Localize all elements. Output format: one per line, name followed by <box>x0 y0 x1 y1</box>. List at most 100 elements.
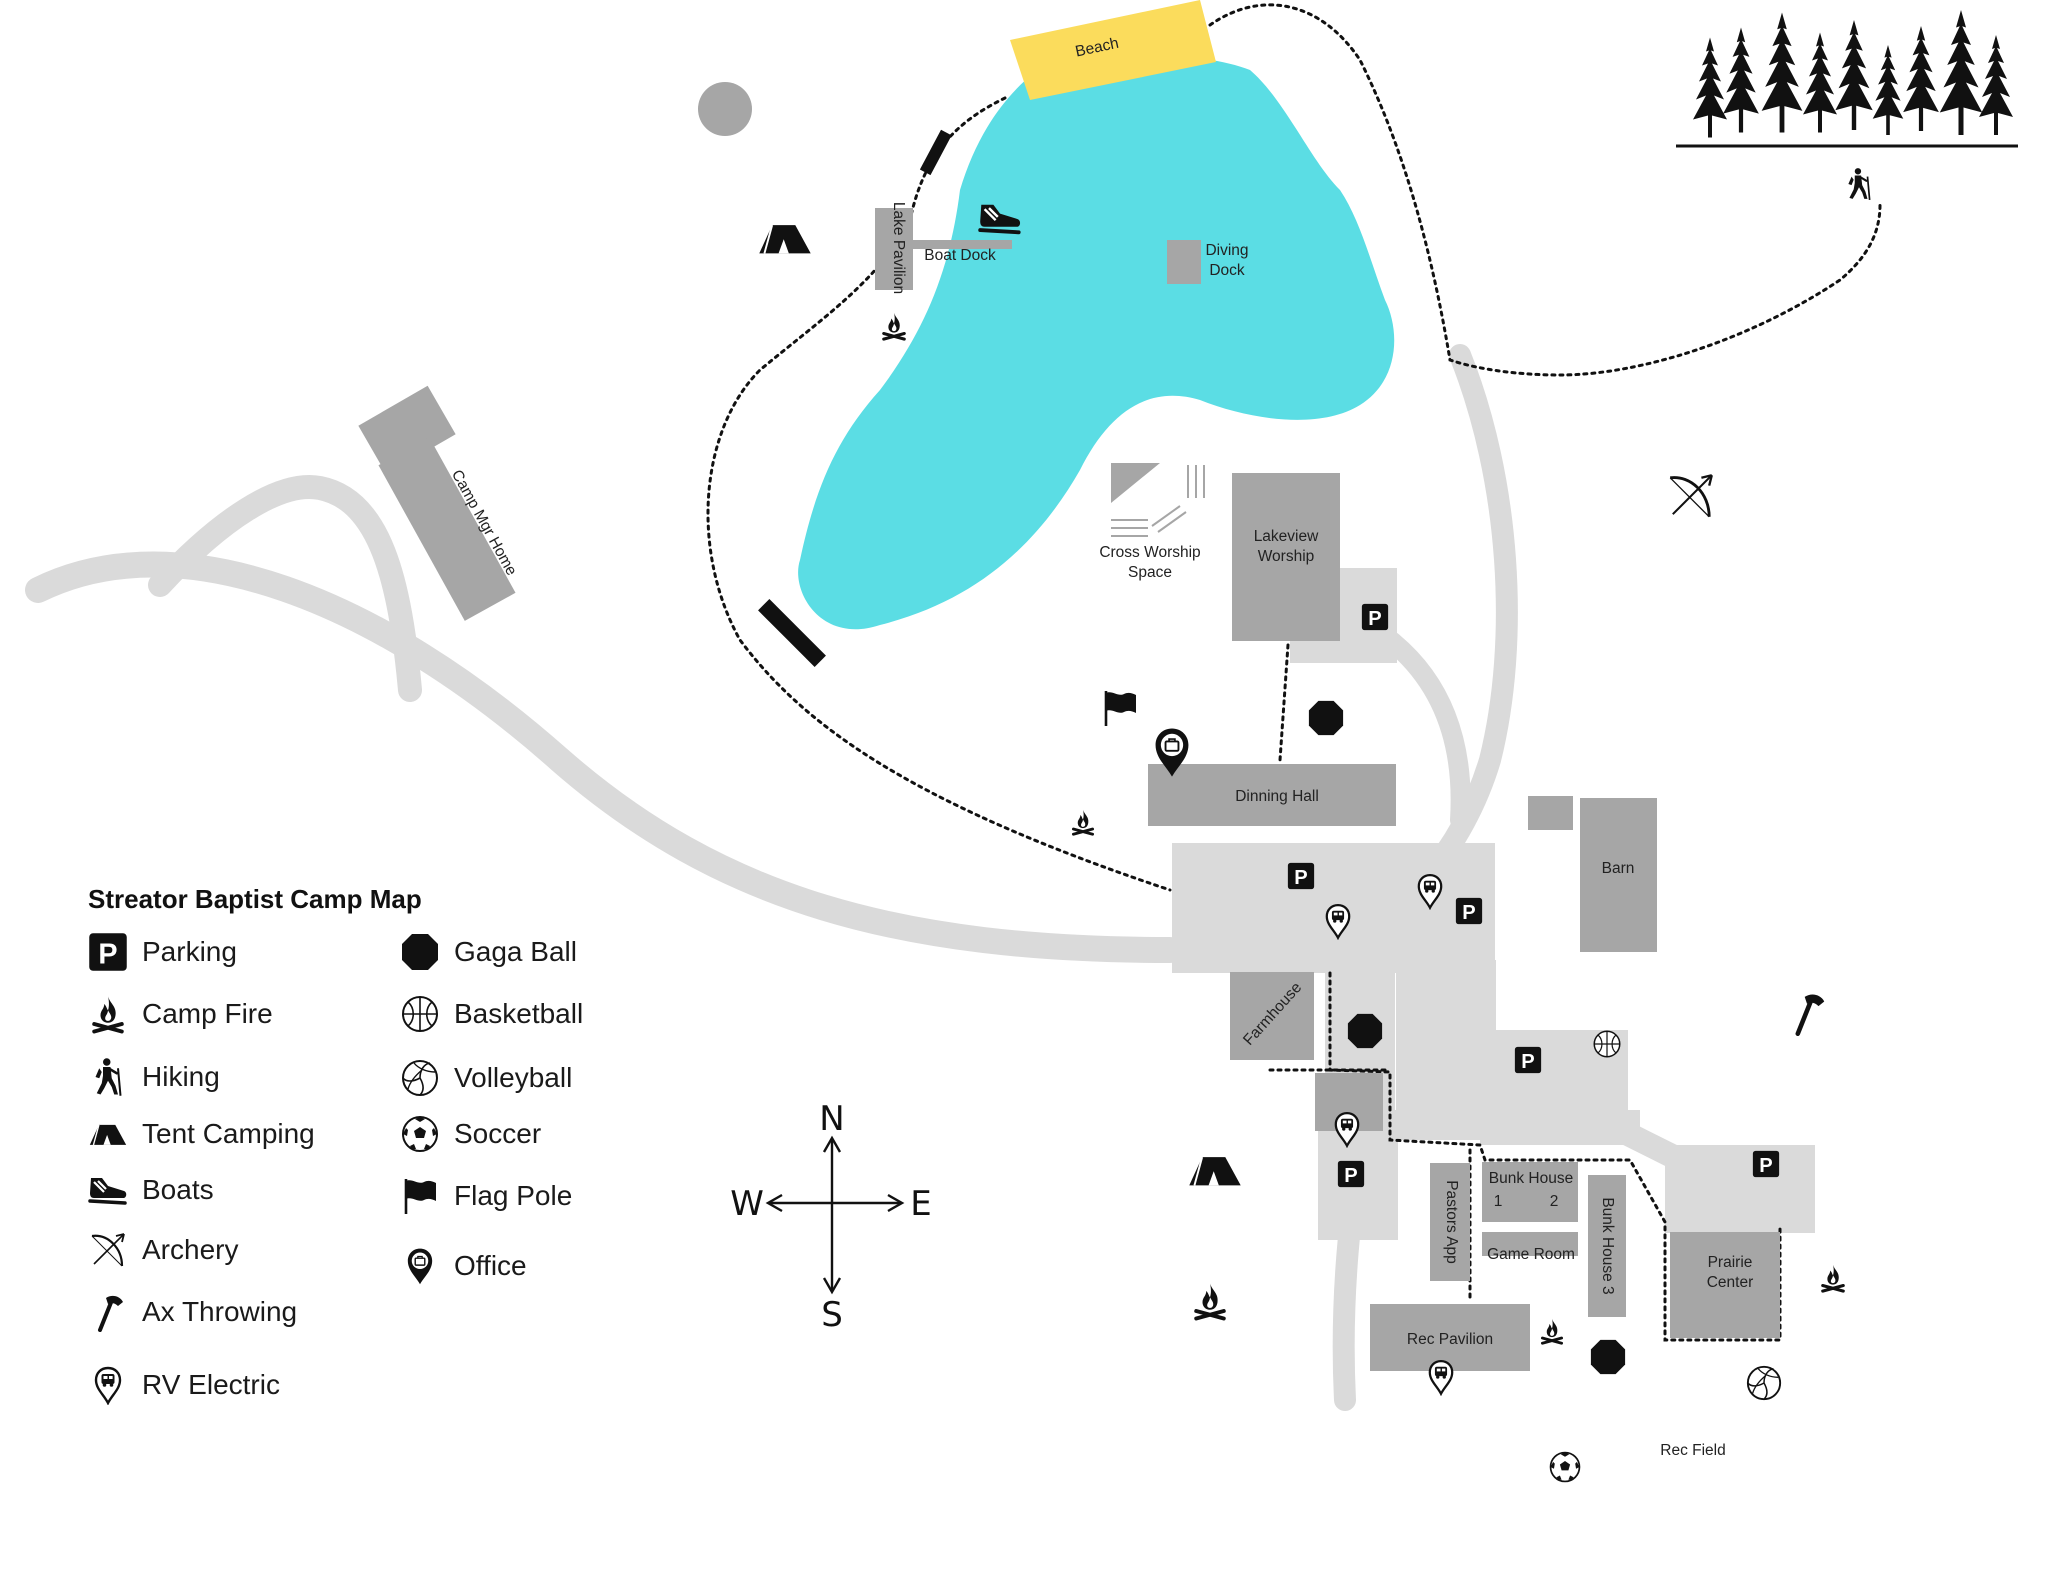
legend-item-soccer: Soccer <box>398 1112 541 1156</box>
basketball-icon <box>1593 1030 1621 1058</box>
octagon-icon <box>1308 700 1344 736</box>
octagon-icon <box>1590 1339 1626 1375</box>
dinning-hall-label: Dinning Hall <box>1235 788 1319 805</box>
axe-icon <box>86 1290 130 1334</box>
lake-pavilion <box>875 208 913 290</box>
legend-item-basketball: Basketball <box>398 992 583 1036</box>
lake <box>798 55 1395 630</box>
rv-pin-icon <box>1428 1359 1454 1395</box>
parking-icon <box>1361 603 1389 631</box>
shed <box>1528 796 1573 830</box>
campfire-icon <box>1821 1263 1845 1293</box>
legend-label: Office <box>454 1250 527 1281</box>
barn-label: Barn <box>1602 860 1635 877</box>
legend-label: Gaga Ball <box>454 936 577 967</box>
beach <box>1010 0 1216 100</box>
legend-item-ax-throwing: Ax Throwing <box>86 1290 297 1334</box>
legend-item-gaga-ball: Gaga Ball <box>398 930 577 974</box>
legend-item-hiking: Hiking <box>86 1055 220 1099</box>
game-room <box>1482 1232 1578 1256</box>
paved-areas <box>1172 568 1815 1240</box>
bridge-north <box>919 129 952 176</box>
hiker-icon <box>86 1055 130 1099</box>
campfire-icon <box>882 311 906 341</box>
legend-item-volleyball: Volleyball <box>398 1056 572 1100</box>
lot-column <box>1396 960 1496 1115</box>
lakeview-worship-label-1: Lakeview <box>1254 528 1319 545</box>
legend-label: Archery <box>142 1234 239 1265</box>
camp-mgr-home <box>378 437 516 621</box>
legend-label: Camp Fire <box>142 998 273 1029</box>
rec-pavilion <box>1370 1304 1530 1371</box>
campfire-icon <box>86 992 130 1036</box>
soccer-icon <box>1549 1451 1581 1483</box>
compass-w: W <box>730 1184 764 1224</box>
octagon-icon <box>398 930 442 974</box>
moon <box>698 82 752 136</box>
trail-east <box>1208 3 1882 377</box>
legend-label: Flag Pole <box>454 1180 573 1211</box>
legend-item-tent-camping: Tent Camping <box>86 1112 315 1156</box>
rec-pavilion-label: Rec Pavilion <box>1407 1331 1493 1348</box>
office-pin-icon <box>398 1244 442 1288</box>
legend-label: Volleyball <box>454 1062 573 1093</box>
trails <box>706 3 1882 1342</box>
legend-label: Soccer <box>454 1118 542 1149</box>
legend-item-boats: Boats <box>86 1168 214 1212</box>
compass-n: N <box>819 1099 844 1139</box>
cross-worship-label-1: Cross Worship <box>1099 544 1200 561</box>
legend-label: Parking <box>142 936 237 967</box>
worship-road <box>1380 630 1471 830</box>
volleyball-icon <box>1746 1365 1782 1401</box>
bunk-house-1-label: 1 <box>1494 1193 1503 1210</box>
legend-label: Tent Camping <box>142 1118 315 1149</box>
map-title: Streator Baptist Camp Map <box>88 884 422 914</box>
legend-label: RV Electric <box>142 1369 280 1400</box>
lot-prairie <box>1665 1145 1815 1233</box>
pastors-app <box>1430 1163 1470 1281</box>
campfire-icon <box>1071 808 1095 836</box>
legend-item-office: Office <box>398 1244 527 1288</box>
legend-item-campfire: Camp Fire <box>86 992 273 1036</box>
lakeview-worship <box>1232 473 1340 641</box>
loop-road <box>148 475 422 702</box>
game-room-label: Game Room <box>1487 1246 1575 1263</box>
volleyball-icon <box>398 1056 442 1100</box>
tent-icon <box>86 1112 130 1156</box>
barn <box>1580 798 1657 952</box>
bow-icon <box>1668 473 1714 519</box>
dinning-hall <box>1148 764 1396 826</box>
legend-item-archery: Archery <box>86 1228 238 1272</box>
compass-s: S <box>821 1295 843 1335</box>
tent-icon <box>758 224 812 255</box>
bridge-west <box>758 599 826 667</box>
parking-icon <box>86 930 130 974</box>
legend-label: Hiking <box>142 1061 220 1092</box>
diving-dock <box>1167 240 1201 284</box>
parking-icon <box>1752 1150 1780 1178</box>
east-road <box>1414 344 1518 891</box>
boat-dock-label: Boat Dock <box>924 247 996 264</box>
diving-dock-label-2: Dock <box>1209 262 1245 279</box>
lot-bunk-row <box>1380 1110 1640 1140</box>
cross-worship-label-2: Space <box>1128 564 1172 581</box>
legend-item-rv-electric: RV Electric <box>86 1363 280 1407</box>
campfire-icon <box>1196 1284 1224 1319</box>
legend-label: Boats <box>142 1174 214 1205</box>
basketball-icon <box>398 992 442 1036</box>
hiker-icon <box>1846 166 1872 202</box>
lakeview-worship-label-2: Worship <box>1258 548 1315 565</box>
pine-trees-icon <box>1676 10 2018 148</box>
camp-mgr-home-end <box>358 385 456 475</box>
tent-icon <box>1188 1156 1242 1187</box>
farmhouse <box>1230 972 1314 1060</box>
prairie-center <box>1670 1232 1780 1338</box>
trail-west <box>706 96 1172 892</box>
prairie-center-label-2: Center <box>1707 1274 1754 1291</box>
bunk-house-3-label: Bunk House 3 <box>1599 1197 1616 1294</box>
soccer-icon <box>398 1112 442 1156</box>
octagon-icon <box>1347 1013 1383 1049</box>
cross-worship-space <box>1111 463 1205 537</box>
flag-icon <box>398 1174 442 1218</box>
